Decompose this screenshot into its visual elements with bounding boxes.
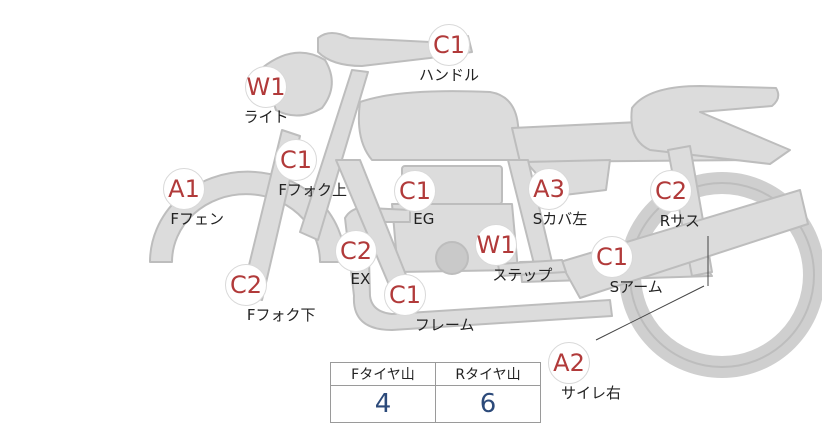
damage-code-badge: C2 bbox=[225, 264, 267, 306]
marker-front-fender: A1 Fフェン bbox=[162, 168, 224, 228]
front-tread-value: 4 bbox=[330, 385, 436, 423]
damage-code-badge: C1 bbox=[275, 139, 317, 181]
marker-engine: C1 EG bbox=[393, 170, 437, 228]
part-label: Sカバ左 bbox=[532, 210, 588, 228]
step bbox=[497, 259, 567, 277]
marker-front-fork-lower: C2 Fフォク下 bbox=[224, 264, 316, 324]
part-label: Fフォク下 bbox=[246, 306, 316, 324]
damage-code-badge: C2 bbox=[650, 170, 692, 212]
marker-handlebar: C1 ハンドル bbox=[419, 24, 479, 84]
part-label: ステップ bbox=[492, 266, 553, 284]
part-label: サイレ右 bbox=[560, 384, 622, 402]
front-tread-header: Fタイヤ山 bbox=[330, 362, 436, 386]
damage-code-badge: C2 bbox=[335, 230, 377, 272]
handlebar bbox=[317, 32, 473, 67]
part-label: EX bbox=[350, 270, 371, 288]
damage-code-badge: C1 bbox=[428, 24, 470, 66]
part-label: Fフォク上 bbox=[278, 181, 348, 199]
marker-front-fork-upper: C1 Fフォク上 bbox=[274, 139, 347, 199]
damage-code-badge: C1 bbox=[384, 274, 426, 316]
marker-step: W1 ステップ bbox=[474, 224, 552, 284]
frame-front-tube bbox=[299, 69, 369, 241]
marker-rear-suspension: C2 Rサス bbox=[649, 170, 700, 230]
marker-muffler-right: A2 サイレ右 bbox=[547, 342, 621, 402]
part-label: フレーム bbox=[414, 316, 475, 334]
part-label: ライト bbox=[243, 108, 289, 126]
part-label: Rサス bbox=[659, 212, 700, 230]
part-label: ハンドル bbox=[418, 66, 480, 84]
damage-code-badge: C1 bbox=[394, 170, 436, 212]
damage-code-badge: A2 bbox=[548, 342, 590, 384]
fuel-tank bbox=[357, 90, 523, 161]
marker-swing-arm: C1 Sアーム bbox=[590, 236, 663, 296]
tire-tread-table: Fタイヤ山 Rタイヤ山 4 6 bbox=[330, 362, 541, 423]
tail-cowl bbox=[630, 85, 791, 165]
marker-frame: C1 フレーム bbox=[383, 274, 474, 334]
damage-code-badge: A3 bbox=[528, 168, 570, 210]
marker-side-cover-left: A3 Sカバ左 bbox=[527, 168, 587, 228]
damage-code-badge: C1 bbox=[591, 236, 633, 278]
rear-tread-header: Rタイヤ山 bbox=[435, 362, 541, 386]
marker-headlight: W1 ライト bbox=[243, 66, 289, 126]
rear-tread-value: 6 bbox=[435, 385, 541, 423]
damage-code-badge: W1 bbox=[475, 224, 517, 266]
part-label: Fフェン bbox=[170, 210, 225, 228]
damage-code-badge: A1 bbox=[163, 168, 205, 210]
damage-code-badge: W1 bbox=[245, 66, 287, 108]
marker-exhaust: C2 EX bbox=[334, 230, 378, 288]
muffler-leader bbox=[595, 285, 705, 341]
part-label: EG bbox=[413, 210, 435, 228]
part-label: Sアーム bbox=[609, 278, 663, 296]
